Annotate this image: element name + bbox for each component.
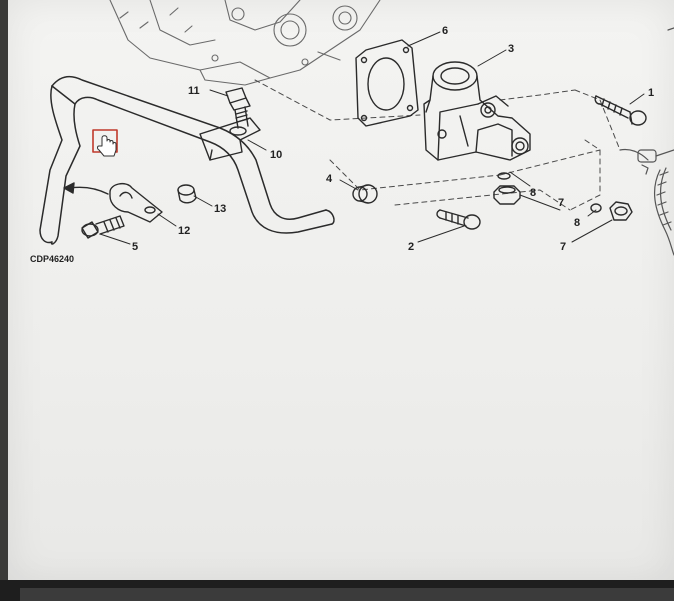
callout-1: 1 [648,87,654,99]
callout-4: 4 [326,173,333,185]
bolt-11 [225,87,251,129]
gasket-6 [355,39,419,127]
callout-13: 13 [214,203,226,215]
callout-6: 6 [442,25,448,37]
spacer-13 [177,184,197,204]
bolt-2 [436,209,481,230]
callout-3: 3 [508,43,514,55]
callout-8b: 8 [574,217,580,229]
thermostat-housing-3 [423,61,531,161]
hand-pointer-icon [97,135,117,157]
callout-10: 10 [270,149,282,161]
plug-assembly-right [590,201,633,221]
callout-12: 12 [178,225,190,237]
plug-assembly-left [493,172,521,205]
engine-block [109,0,381,86]
callout-leaders [99,31,645,245]
bolt-4 [352,184,378,204]
monitor-bezel-strip [20,588,674,601]
bolt-1 [594,95,647,126]
callout-11: 11 [188,85,200,97]
figure-code: CDP46240 [30,254,74,264]
callout-labels: 1 2 3 4 5 6 7 7 8 8 10 11 12 13 [132,25,654,253]
direction-arrow [63,182,109,195]
callout-7b: 7 [560,241,566,253]
screen-area [8,0,674,584]
callout-2: 2 [408,241,414,253]
callout-5: 5 [132,241,138,253]
monitor-bezel-left [0,0,10,601]
dashed-leaders [254,79,621,211]
clamp-12 [109,182,163,223]
coolant-hose [39,75,335,245]
bolt-5 [81,215,125,239]
callout-8a: 8 [530,187,536,199]
sensor-harness [619,27,674,256]
callout-7a: 7 [558,197,564,209]
